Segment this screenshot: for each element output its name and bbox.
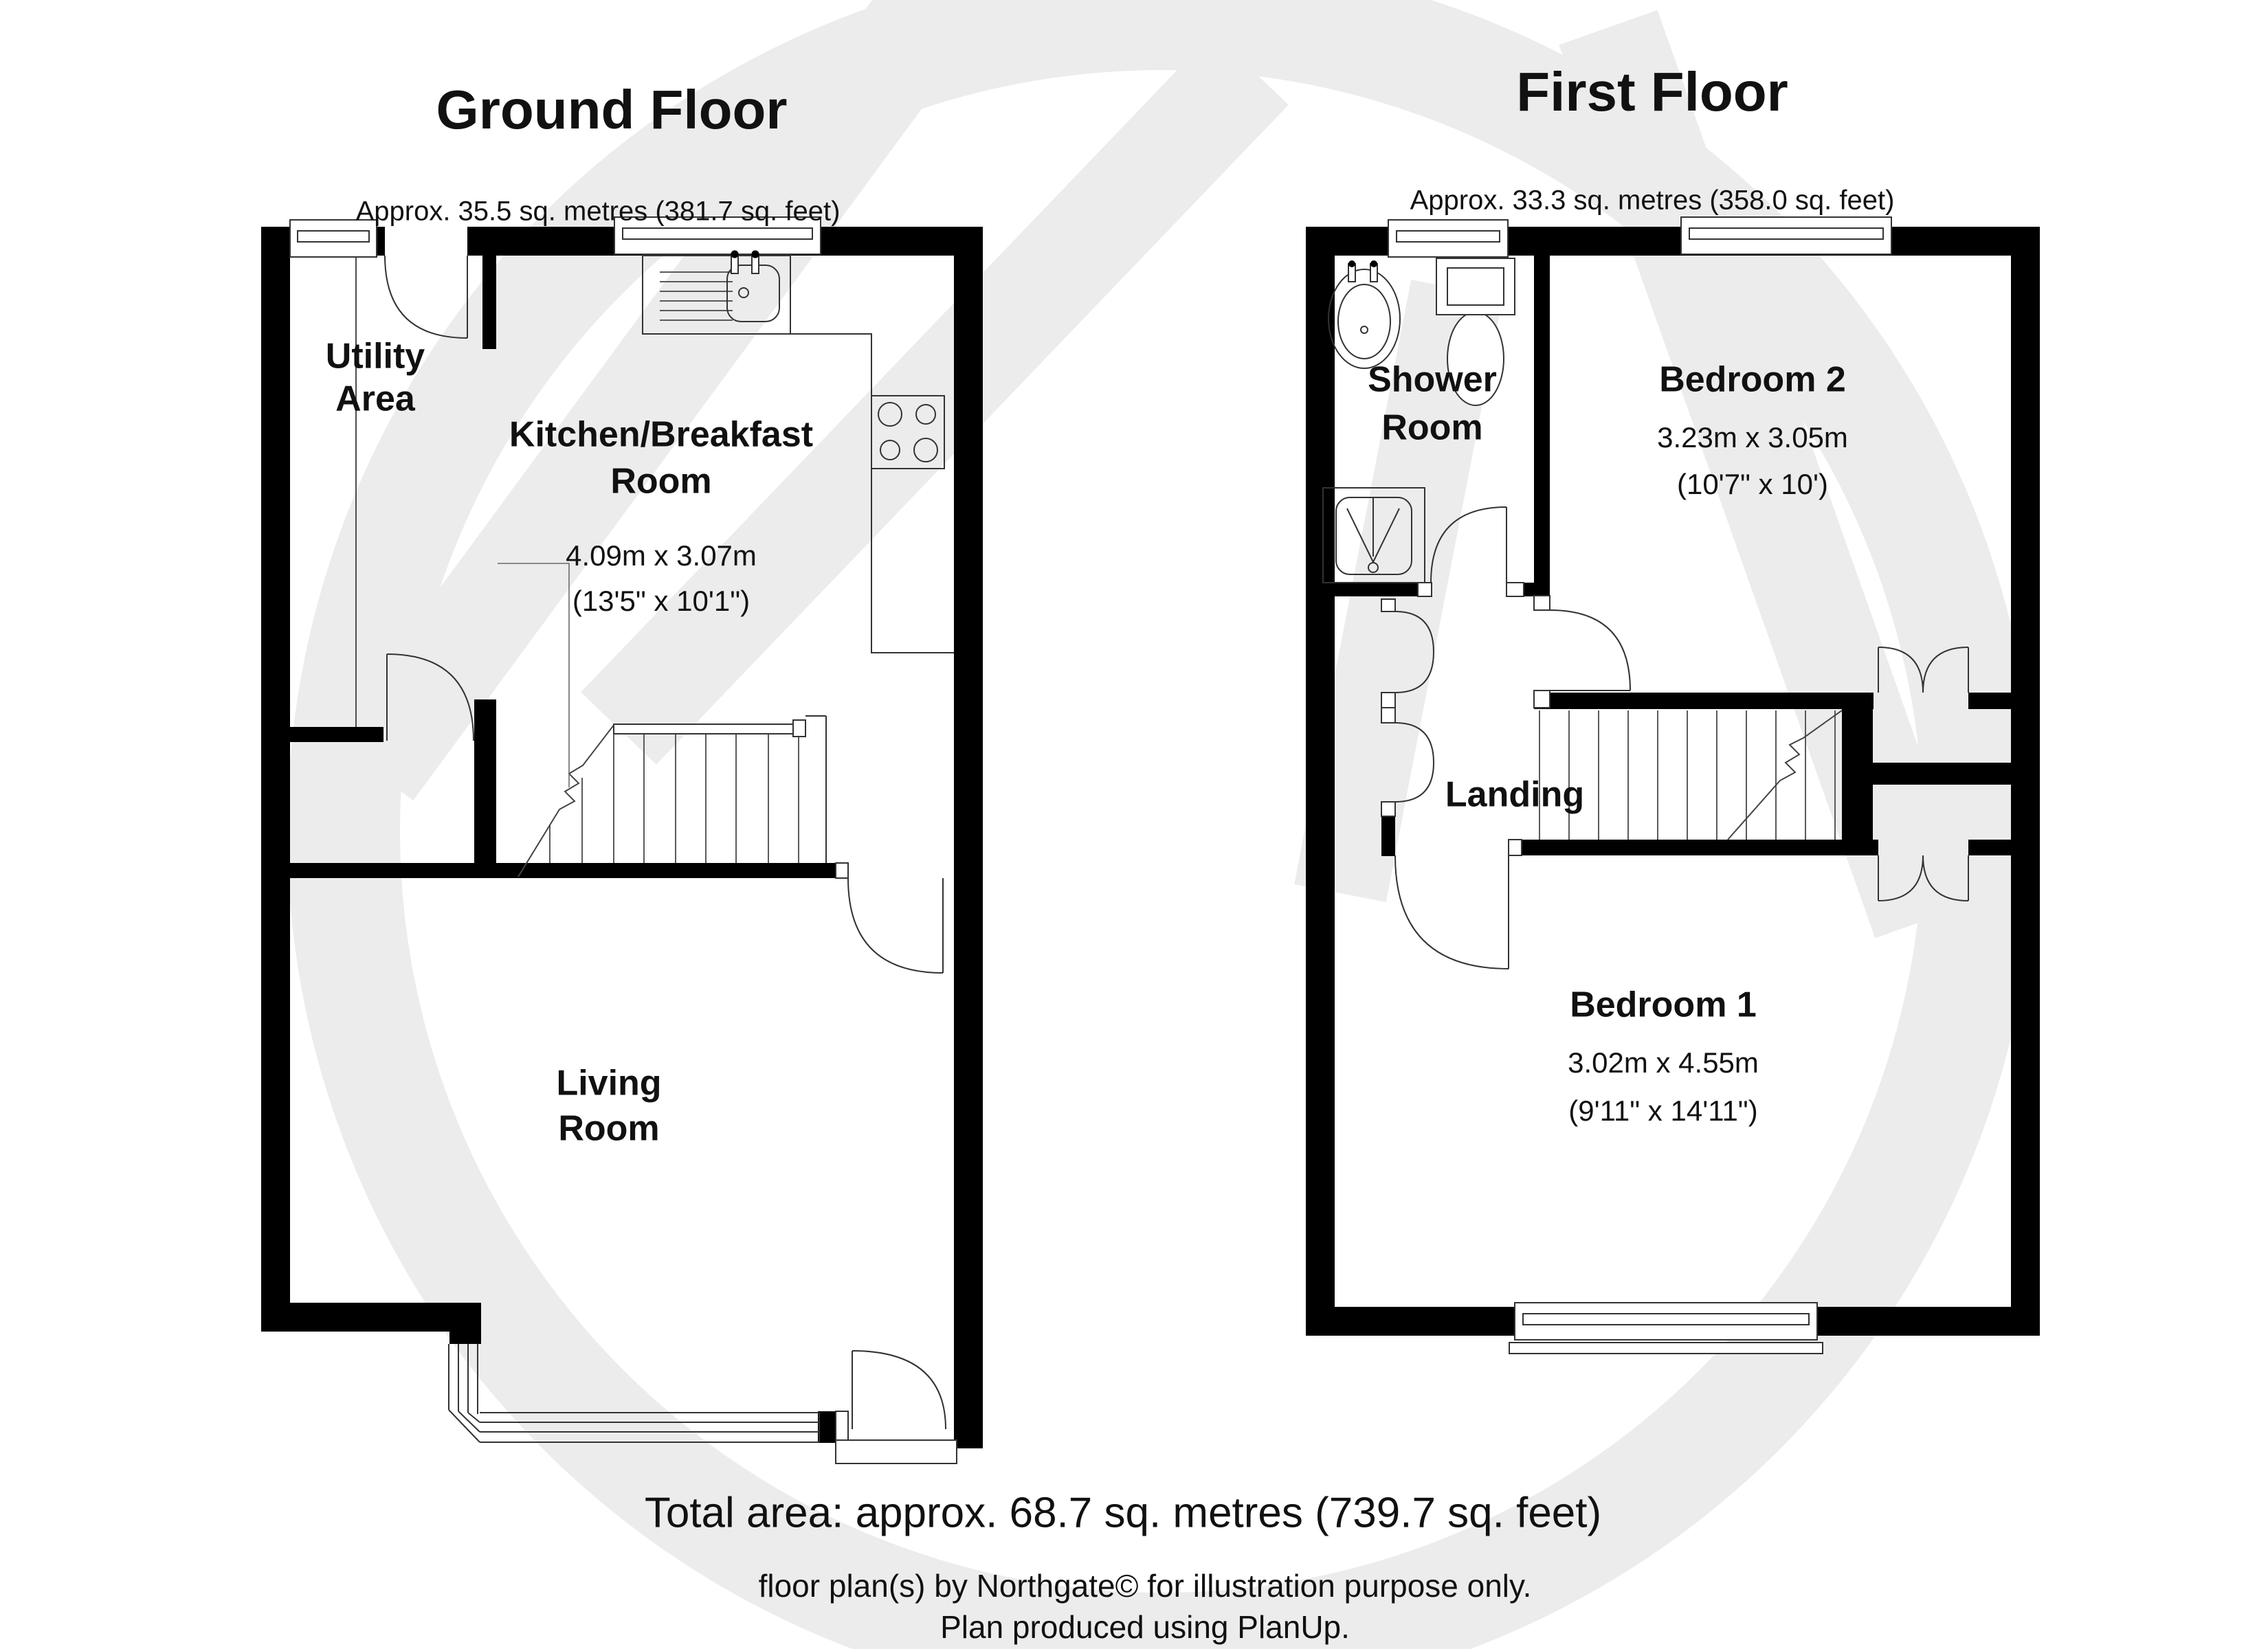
utility-label-line2: Area — [335, 379, 416, 419]
utility-label-line1: Utility — [326, 337, 425, 377]
window-icon — [289, 219, 377, 258]
door-swing-icon — [1394, 855, 1509, 969]
kitchen-label-line2: Room — [610, 462, 711, 502]
living-label-line1: Living — [556, 1064, 661, 1103]
ground-walls — [261, 227, 983, 1448]
bedroom1-dims-imperial: (9'11" x 14'11") — [1568, 1095, 1757, 1127]
ground-floor-title: Ground Floor — [436, 79, 787, 140]
disclaimer-text: floor plan(s) by Northgate© for illustra… — [759, 1568, 1532, 1604]
bedroom2-label: Bedroom 2 — [1659, 360, 1846, 400]
stairs-icon — [1539, 710, 1843, 840]
shower-tray-icon — [1322, 487, 1425, 583]
cupboard-double-doors-icon — [1878, 647, 1969, 693]
dimension-leader-line — [498, 563, 570, 787]
landing-label: Landing — [1445, 775, 1584, 815]
door-swing-icon — [835, 862, 944, 974]
ground-floor-area: Approx. 35.5 sq. metres (381.7 sq. feet) — [356, 197, 841, 227]
first-walls — [1306, 227, 2040, 1336]
living-label-line2: Room — [558, 1109, 659, 1149]
first-floor-plan: Shower Room Bedroom 2 3.23m x 3.05m (10'… — [1306, 216, 2040, 1354]
first-floor-area: Approx. 33.3 sq. metres (358.0 sq. feet) — [1410, 186, 1895, 216]
window-icon — [1680, 216, 1892, 255]
hob-icon — [790, 333, 954, 653]
kitchen-dims-metric: 4.09m x 3.07m — [566, 539, 757, 572]
window-icon — [1388, 219, 1509, 258]
window-icon — [614, 216, 821, 255]
door-swing-icon — [384, 227, 468, 339]
kitchen-label-line1: Kitchen/Breakfast — [509, 415, 813, 455]
bedroom1-dims-metric: 3.02m x 4.55m — [1568, 1046, 1759, 1079]
door-swing-icon — [386, 653, 474, 741]
ground-floor-plan: Utility Area Kitchen/Breakfast Room 4.09… — [261, 216, 983, 1464]
toilet-icon — [1436, 258, 1515, 406]
door-swing-icon — [1549, 609, 1631, 691]
cupboard-double-doors-icon — [1878, 855, 1969, 901]
total-area-text: Total area: approx. 68.7 sq. metres (739… — [645, 1489, 1601, 1536]
stairs-icon — [518, 715, 827, 877]
window-icon — [1509, 1302, 1823, 1354]
first-floor-title: First Floor — [1516, 61, 1788, 122]
door-jambs — [1381, 582, 1550, 856]
shower-label-line2: Room — [1381, 408, 1482, 448]
bay-window-icon — [448, 1344, 820, 1443]
shower-label-line1: Shower — [1368, 360, 1497, 400]
produced-by-text: Plan produced using PlanUp. — [940, 1609, 1350, 1645]
bedroom2-dims-metric: 3.23m x 3.05m — [1657, 421, 1848, 453]
cupboard-double-doors-icon — [1394, 611, 1434, 803]
kitchen-sink-icon — [642, 250, 791, 335]
bedroom1-label: Bedroom 1 — [1570, 985, 1757, 1025]
door-swing-icon — [1430, 506, 1507, 583]
door-swing-icon — [835, 1350, 957, 1464]
wash-basin-icon — [1328, 260, 1401, 369]
bedroom2-dims-imperial: (10'7" x 10') — [1677, 468, 1828, 500]
kitchen-dims-imperial: (13'5" x 10'1") — [572, 585, 750, 617]
